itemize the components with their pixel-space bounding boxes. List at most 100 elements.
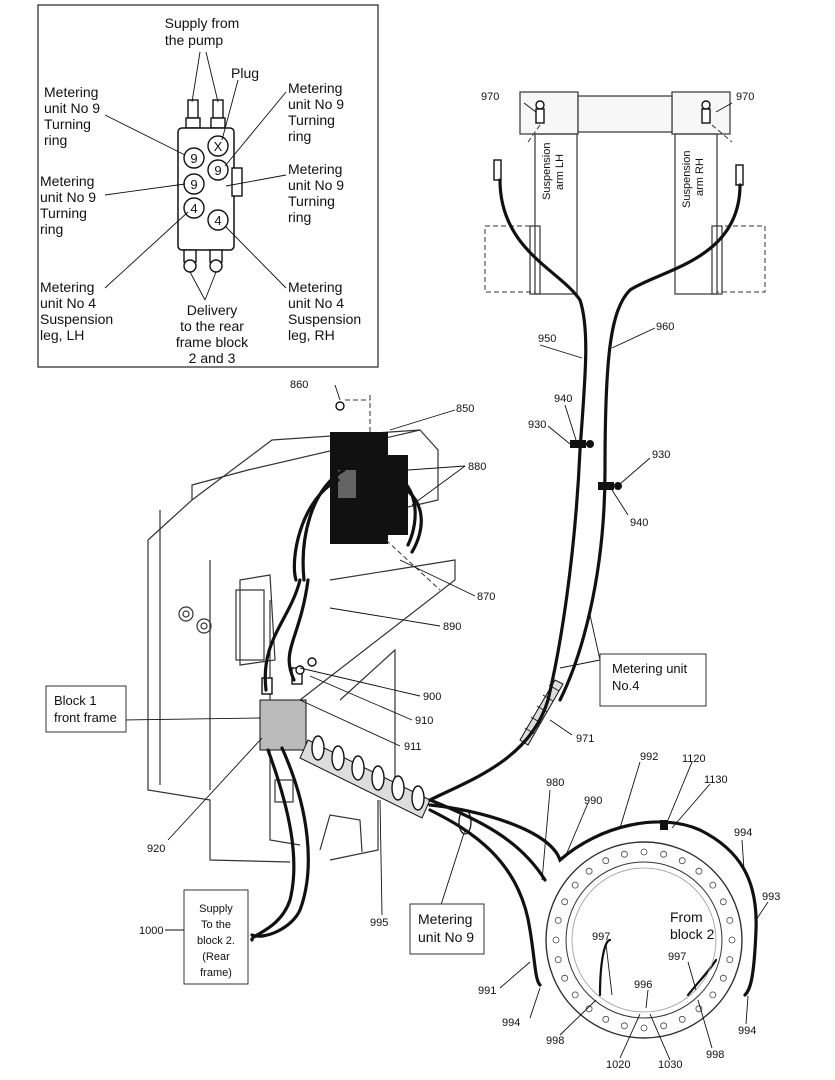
distributor-850 bbox=[330, 395, 441, 591]
part-950: 950 bbox=[538, 333, 556, 345]
svg-text:Metering: Metering bbox=[288, 80, 342, 96]
svg-text:frame block: frame block bbox=[176, 334, 249, 350]
svg-text:Delivery: Delivery bbox=[187, 302, 238, 318]
label-mu9-mid-left: Metering unit No 9 Turning ring bbox=[40, 173, 96, 237]
part-990: 990 bbox=[584, 795, 602, 807]
bolt-hole bbox=[602, 1015, 610, 1023]
svg-text:ring: ring bbox=[44, 132, 67, 148]
part-971: 971 bbox=[576, 733, 594, 745]
part-995: 995 bbox=[370, 917, 388, 929]
svg-text:leg, LH: leg, LH bbox=[40, 327, 84, 343]
suspension-arms: Suspension arm LH Suspension arm RH bbox=[484, 91, 766, 295]
port-4-label: 4 bbox=[214, 213, 221, 228]
bolt-hole bbox=[554, 917, 562, 924]
bolt-hole bbox=[726, 917, 734, 924]
svg-text:arm LH: arm LH bbox=[554, 154, 566, 190]
bolt-hole bbox=[719, 898, 727, 906]
leader-lines bbox=[124, 102, 769, 1061]
arm-lh-label: Suspension arm LH bbox=[541, 143, 566, 201]
bolt-hole bbox=[678, 1015, 686, 1023]
part-911: 911 bbox=[404, 741, 422, 753]
part-1020: 1020 bbox=[606, 1059, 630, 1071]
bolt-hole bbox=[585, 1005, 593, 1013]
bolt-hole bbox=[561, 974, 569, 982]
port-4-label: 4 bbox=[190, 201, 197, 216]
svg-text:arm RH: arm RH bbox=[694, 158, 706, 196]
part-910: 910 bbox=[415, 715, 433, 727]
part-996: 996 bbox=[634, 979, 652, 991]
svg-text:Suspension: Suspension bbox=[288, 311, 361, 327]
bolt-hole bbox=[621, 1022, 628, 1030]
bolt-hole bbox=[719, 974, 727, 982]
label-mu9-mid-right: Metering unit No 9 Turning ring bbox=[288, 161, 344, 225]
svg-text:unit No 9: unit No 9 bbox=[288, 96, 344, 112]
svg-text:Metering: Metering bbox=[418, 911, 472, 927]
bolt-hole bbox=[728, 936, 736, 944]
svg-text:Block 1: Block 1 bbox=[54, 693, 97, 708]
port-9-label: 9 bbox=[214, 163, 221, 178]
part-900: 900 bbox=[423, 691, 441, 703]
bolt-hole bbox=[602, 857, 610, 865]
svg-text:ring: ring bbox=[288, 128, 311, 144]
bolt-hole bbox=[695, 1005, 703, 1013]
svg-text:Turning: Turning bbox=[40, 205, 87, 221]
part-970-right: 970 bbox=[736, 91, 754, 103]
part-991: 991 bbox=[478, 985, 496, 997]
inset-leaders bbox=[104, 51, 287, 301]
flange-ring bbox=[545, 841, 743, 1039]
svg-text:Suspension: Suspension bbox=[541, 143, 553, 201]
svg-text:ring: ring bbox=[288, 209, 311, 225]
bolt-hole bbox=[709, 881, 717, 889]
label-delivery: Delivery to the rear frame block 2 and 3 bbox=[176, 302, 249, 366]
supply-label-line2: the pump bbox=[165, 32, 224, 48]
part-1030: 1030 bbox=[658, 1059, 682, 1071]
label-mu9-top-left: Metering unit No 9 Turning ring bbox=[44, 84, 100, 148]
svg-text:frame): frame) bbox=[200, 967, 232, 979]
terminal-lh bbox=[493, 100, 545, 181]
label-mu4-right: Metering unit No 4 Suspension leg, RH bbox=[288, 279, 361, 343]
spiral-guard bbox=[299, 735, 431, 819]
bolt-hole bbox=[552, 936, 560, 944]
supply-block2-label-box: Supply To the block 2. (Rear frame) bbox=[183, 889, 249, 985]
part-930-upper: 930 bbox=[528, 419, 546, 431]
part-1130: 1130 bbox=[704, 774, 728, 786]
plug-label: Plug bbox=[231, 65, 259, 81]
svg-text:block 2: block 2 bbox=[670, 926, 715, 942]
distributor-block: X 9 9 9 4 4 bbox=[177, 99, 243, 273]
svg-text:unit No 9: unit No 9 bbox=[44, 100, 100, 116]
port-9-label: 9 bbox=[190, 177, 197, 192]
hoses bbox=[250, 178, 758, 997]
part-970-left: 970 bbox=[481, 91, 499, 103]
svg-text:unit No 9: unit No 9 bbox=[418, 929, 474, 945]
svg-text:to the rear: to the rear bbox=[180, 318, 244, 334]
part-890: 890 bbox=[443, 621, 461, 633]
svg-text:(Rear: (Rear bbox=[202, 951, 230, 963]
part-860: 860 bbox=[290, 379, 308, 391]
block1-label-box: Block 1 front frame bbox=[45, 685, 127, 733]
part-998-right: 998 bbox=[706, 1049, 724, 1061]
arm-rh-label: Suspension arm RH bbox=[681, 151, 706, 209]
bolt-hole bbox=[726, 956, 734, 963]
part-940-lower: 940 bbox=[630, 517, 648, 529]
svg-text:unit No 4: unit No 4 bbox=[288, 295, 344, 311]
clamps bbox=[458, 440, 668, 835]
bolt-hole bbox=[695, 867, 703, 875]
part-998-left: 998 bbox=[546, 1035, 564, 1047]
bolt-hole bbox=[554, 956, 562, 963]
bolt-hole bbox=[571, 991, 579, 999]
svg-text:Turning: Turning bbox=[288, 193, 335, 209]
part-994-right: 994 bbox=[738, 1025, 756, 1037]
bolt-hole bbox=[561, 898, 569, 906]
metering-unit-4-label-box: Metering unit No.4 bbox=[599, 653, 707, 707]
part-994-right-top: 994 bbox=[734, 827, 752, 839]
bolt-hole bbox=[585, 867, 593, 875]
from-block2-label: From block 2 bbox=[670, 909, 715, 942]
svg-text:Metering: Metering bbox=[40, 173, 94, 189]
svg-text:Metering unit: Metering unit bbox=[612, 661, 688, 676]
svg-text:front frame: front frame bbox=[54, 710, 117, 725]
label-mu4-left: Metering unit No 4 Suspension leg, LH bbox=[40, 279, 113, 343]
bolt-hole bbox=[571, 881, 579, 889]
bolt-hole bbox=[621, 850, 628, 858]
svg-text:leg, RH: leg, RH bbox=[288, 327, 335, 343]
